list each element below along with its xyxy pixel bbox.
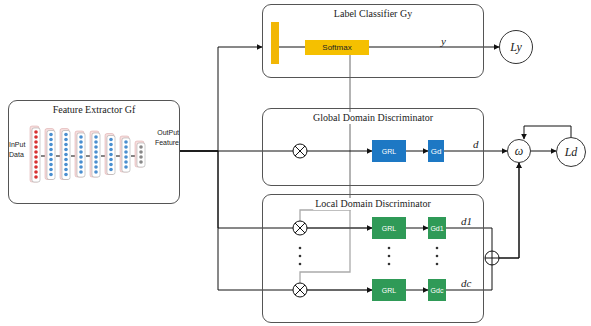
bar-link	[279, 47, 305, 48]
connector	[446, 163, 519, 258]
connector	[524, 126, 571, 139]
connector	[369, 47, 499, 48]
connector	[180, 151, 372, 290]
multiply-symbols	[293, 144, 307, 297]
connector	[446, 163, 519, 290]
signal-label: dc	[460, 278, 472, 288]
feature-bar	[271, 22, 279, 64]
discriminator-box: Gd	[428, 140, 444, 162]
signal-label: d	[472, 139, 480, 149]
box-title: Local Domain Discriminator	[313, 198, 433, 210]
box-title: Label Classifier Gy	[332, 8, 414, 20]
connector	[180, 151, 372, 228]
box-label: GRL	[382, 225, 396, 232]
box-label: Ly	[510, 40, 522, 55]
signal-label: y	[440, 36, 447, 46]
neural-net-illustration	[30, 126, 145, 182]
box-label: GRL	[382, 148, 396, 155]
grl-box: GRL	[372, 279, 406, 301]
box-title: Feature Extractor Gf	[51, 104, 138, 116]
loss-circle: Ly	[499, 30, 533, 64]
box-title: Global Domain Discriminator	[311, 112, 435, 124]
softmax-box: Softmax	[305, 40, 369, 55]
connector	[406, 228, 428, 229]
connector	[300, 55, 372, 290]
sum-symbol	[485, 251, 499, 265]
connector	[444, 151, 507, 152]
ellipsis-dots	[299, 247, 439, 266]
io-label: InPut Data	[9, 140, 33, 160]
connector	[406, 290, 428, 291]
io-label: OutPut Feature	[147, 128, 179, 148]
connector	[531, 151, 556, 152]
label-classifier-box: Label Classifier Gy Softmax	[262, 4, 484, 78]
box-label: Ld	[565, 145, 578, 160]
connector	[180, 47, 262, 151]
box-label: GRL	[382, 287, 396, 294]
loss-circle: Ld	[556, 137, 586, 167]
discriminator-box: Gd1	[428, 217, 446, 239]
grl-box: GRL	[372, 217, 406, 239]
signal-label: d1	[460, 216, 473, 226]
box-label: Gd1	[430, 225, 443, 232]
global-discriminator-box: Global Domain DiscriminatorGRL Gd	[262, 108, 484, 186]
weight-circle: ω	[507, 139, 531, 163]
local-discriminator-box: Local Domain DiscriminatorGRLGd1GRLGdc	[262, 194, 484, 323]
box-label: Gdc	[431, 287, 444, 294]
box-label: ω	[515, 144, 523, 159]
discriminator-box: Gdc	[428, 279, 446, 301]
box-label: Gd	[431, 147, 442, 156]
connector	[406, 151, 428, 152]
box-label: Softmax	[322, 43, 351, 52]
feature-extractor-box: Feature Extractor Gf	[8, 100, 180, 204]
grl-box: GRL	[372, 140, 406, 162]
